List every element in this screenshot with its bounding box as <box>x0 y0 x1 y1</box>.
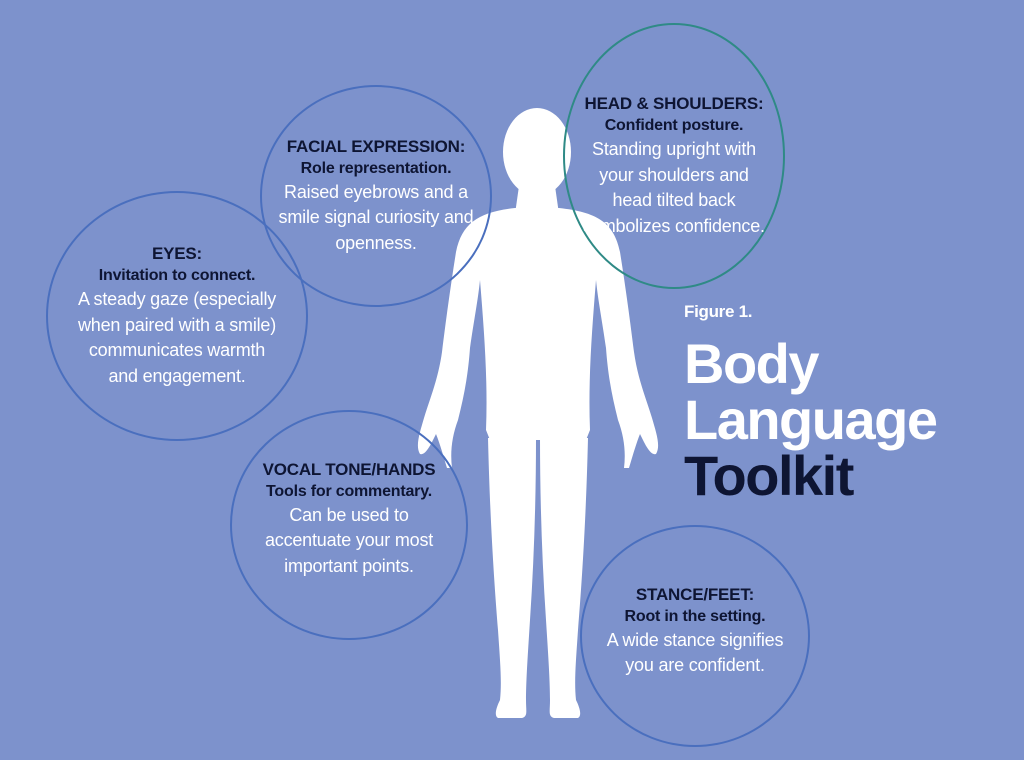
vocal-tone-hands-callout-text: VOCAL TONE/HANDS Tools for commentary. C… <box>244 459 454 580</box>
head-shoulders-heading: HEAD & SHOULDERS: <box>584 94 764 113</box>
vocal-tone-hands-callout: VOCAL TONE/HANDS Tools for commentary. C… <box>230 410 468 640</box>
stance-feet-body: A wide stance signifies you are confiden… <box>606 629 784 676</box>
facial-expression-heading: FACIAL EXPRESSION: <box>286 136 466 156</box>
vocal-tone-hands-subheading: Tools for commentary. <box>266 482 432 500</box>
title-line-body: Body <box>684 332 820 395</box>
stance-feet-subheading: Root in the setting. <box>624 607 766 625</box>
head-shoulders-callout-text: HEAD & SHOULDERS: Confident posture. Sta… <box>579 93 769 239</box>
stance-feet-callout: STANCE/FEET: Root in the setting. A wide… <box>580 525 810 747</box>
eyes-heading: EYES: <box>151 244 203 263</box>
facial-expression-body: Raised eyebrows and a smile signal curio… <box>278 181 474 253</box>
title-line-toolkit: Toolkit <box>684 444 854 507</box>
eyes-callout-text: EYES: Invitation to connect. A steady ga… <box>77 243 277 389</box>
head-shoulders-subheading: Confident posture. <box>604 117 744 134</box>
stance-feet-callout-text: STANCE/FEET: Root in the setting. A wide… <box>595 584 795 679</box>
title-block: Figure 1. Body Language Toolkit <box>684 302 938 507</box>
vocal-tone-hands-body: Can be used to accentuate your most impo… <box>264 504 434 576</box>
stance-feet-heading: STANCE/FEET: <box>635 584 755 604</box>
head-shoulders-body: Standing upright with your shoulders and… <box>583 139 765 236</box>
vocal-tone-hands-heading: VOCAL TONE/HANDS <box>262 459 436 479</box>
facial-expression-callout: FACIAL EXPRESSION: Role representation. … <box>260 85 492 307</box>
eyes-body: A steady gaze (especially when paired wi… <box>77 289 277 386</box>
title-line-language: Language <box>684 388 938 451</box>
eyes-subheading: Invitation to connect. <box>98 267 256 284</box>
head-shoulders-callout: HEAD & SHOULDERS: Confident posture. Sta… <box>563 23 785 289</box>
figure-label: Figure 1. <box>684 302 753 321</box>
facial-expression-callout-text: FACIAL EXPRESSION: Role representation. … <box>276 136 476 257</box>
facial-expression-subheading: Role representation. <box>300 159 452 177</box>
eyes-callout: EYES: Invitation to connect. A steady ga… <box>46 191 308 441</box>
